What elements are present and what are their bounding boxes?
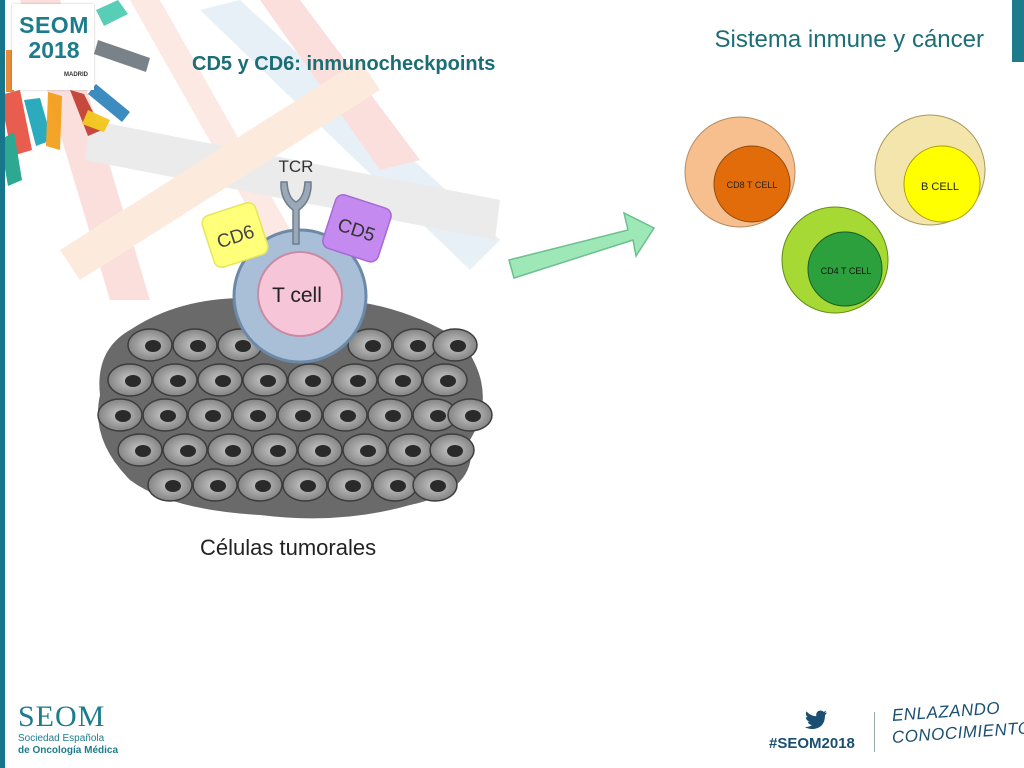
tumor-cell-nucleus <box>440 375 456 387</box>
tumor-cell-nucleus <box>315 445 331 457</box>
tumor-cell-nucleus <box>235 340 251 352</box>
tumor-cell-grid <box>97 328 493 502</box>
tumor-cell-nucleus <box>410 340 426 352</box>
hashtag: #SEOM2018 <box>769 735 855 752</box>
tumor-cell-nucleus <box>385 410 401 422</box>
tumor-cell-nucleus <box>135 445 151 457</box>
decorative-background <box>0 0 500 300</box>
logo-city-text: MADRID <box>64 72 88 78</box>
b-cell: B CELL <box>874 114 986 226</box>
tumor-cell-nucleus <box>270 445 286 457</box>
tumor-cell-nucleus <box>345 480 361 492</box>
tcell-diagram: T cell TCR CD6 CD5 CD8 T CELL <box>97 114 986 519</box>
tumor-cell-nucleus <box>210 480 226 492</box>
tumor-cell-nucleus <box>447 445 463 457</box>
section-title: Sistema inmune y cáncer <box>714 26 984 53</box>
cd5-marker: CD5 <box>322 194 392 263</box>
tumor-cell-nucleus <box>350 375 366 387</box>
logo-seom-text: SEOM <box>19 12 89 38</box>
tumor-cell-nucleus <box>255 480 271 492</box>
twitter-icon <box>804 710 827 730</box>
tumor-cells-caption: Células tumorales <box>200 535 377 560</box>
tumor-cell-nucleus <box>205 410 221 422</box>
tumor-cell-nucleus <box>225 445 241 457</box>
seom-logo <box>12 4 94 90</box>
tumor-cell-nucleus <box>160 410 176 422</box>
logo-year-text: 2018 <box>28 37 80 63</box>
tumor-cell-nucleus <box>165 480 181 492</box>
t-cell-label: T cell <box>272 284 322 307</box>
tumor-cell-nucleus <box>405 445 421 457</box>
footer-org-line2: de Oncología Médica <box>18 745 119 756</box>
tumor-cell-nucleus <box>365 340 381 352</box>
tumor-cell-nucleus <box>390 480 406 492</box>
tumor-cell-nucleus <box>215 375 231 387</box>
tumor-cell-nucleus <box>305 375 321 387</box>
footer-seom-logo: SEOM <box>18 700 106 733</box>
tumor-cell-nucleus <box>260 375 276 387</box>
b-cell-label: B CELL <box>921 181 959 193</box>
tumor-cell-nucleus <box>300 480 316 492</box>
tumor-cell-nucleus <box>295 410 311 422</box>
tumor-cell-nucleus <box>250 410 266 422</box>
tumor-cell-nucleus <box>395 375 411 387</box>
cd4-label: CD4 T CELL <box>821 266 872 276</box>
tumor-cell-nucleus <box>145 340 161 352</box>
cd6-marker: CD6 <box>201 201 269 269</box>
t-cell: T cell <box>232 228 368 364</box>
tumor-cell-nucleus <box>430 480 446 492</box>
cd8-label: CD8 T CELL <box>727 180 778 190</box>
tumor-cell-nucleus <box>340 410 356 422</box>
tumor-cell-nucleus <box>190 340 206 352</box>
footer-org-line1: Sociedad Española <box>18 733 105 744</box>
tumor-cell-nucleus <box>360 445 376 457</box>
tumor-cell-nucleus <box>125 375 141 387</box>
tcr-receptor: TCR <box>279 157 314 245</box>
right-arrow <box>508 211 656 279</box>
tumor-cell-nucleus <box>450 340 466 352</box>
slide-title: CD5 y CD6: inmunocheckpoints <box>192 53 496 75</box>
tumor-cell-nucleus <box>430 410 446 422</box>
right-accent-strip <box>1012 0 1024 62</box>
cd4-t-cell: CD4 T CELL <box>781 206 889 314</box>
tumor-cell-nucleus <box>115 410 131 422</box>
tumor-cell-nucleus <box>465 410 481 422</box>
left-accent-bar <box>0 0 5 768</box>
tcr-label: TCR <box>279 157 314 176</box>
tumor-cells <box>97 298 493 519</box>
footer-divider <box>874 712 875 752</box>
tumor-cell-nucleus <box>180 445 196 457</box>
cd8-t-cell: CD8 T CELL <box>684 116 796 228</box>
tumor-cell-nucleus <box>170 375 186 387</box>
